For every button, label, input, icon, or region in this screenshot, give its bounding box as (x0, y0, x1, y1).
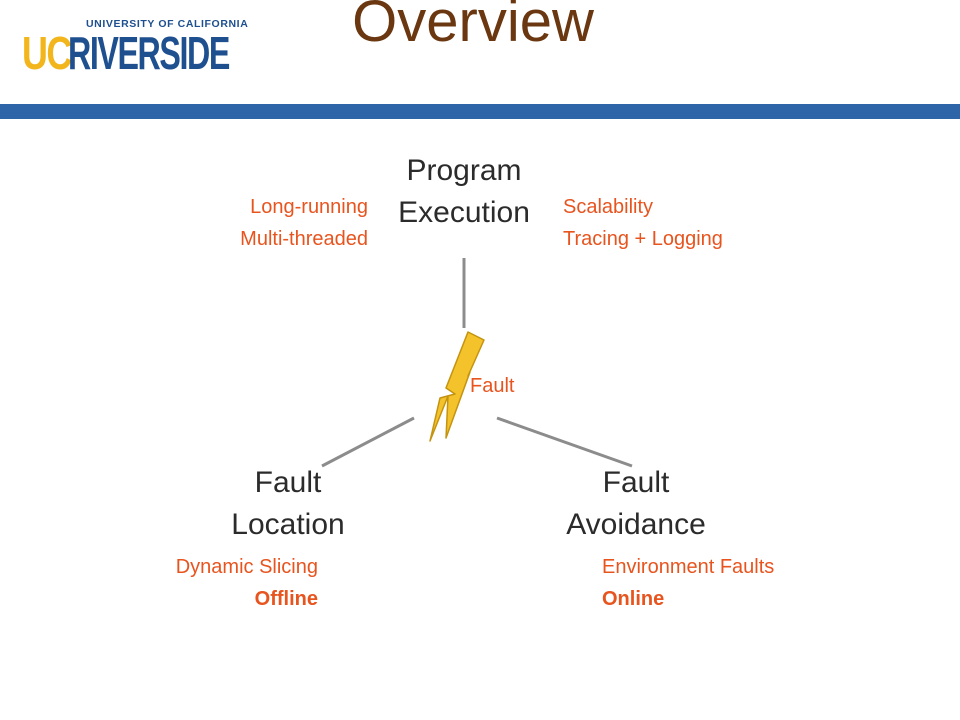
connector-left (321, 416, 415, 468)
notes-top-right: Scalability Tracing + Logging (563, 191, 783, 255)
node-fault-location: Fault Location (188, 462, 388, 546)
note-online: Online (602, 588, 665, 610)
ucr-logo: UNIVERSITY OF CALIFORNIA UC RIVERSIDE (22, 12, 248, 82)
logo-uc: UC (22, 27, 72, 79)
notes-fault-avoidance: Environment Faults Online (602, 551, 842, 615)
node-avoidance-line2: Avoidance (566, 508, 706, 541)
note-dynamic-slicing: Dynamic Slicing (175, 556, 318, 578)
notes-fault-location: Dynamic Slicing Offline (118, 551, 318, 615)
note-tracing-logging: Tracing + Logging (563, 228, 723, 250)
node-avoidance-line1: Fault (602, 466, 670, 499)
note-environment-faults: Environment Faults (602, 556, 775, 578)
note-long-running: Long-running (250, 196, 368, 218)
connector-right (496, 416, 633, 468)
node-program-line1: Program (406, 154, 522, 187)
node-program-line2: Execution (398, 196, 530, 229)
node-fault-avoidance: Fault Avoidance (536, 462, 736, 546)
lightning-bolt-icon (429, 331, 485, 442)
note-offline: Offline (254, 588, 318, 610)
node-location-line1: Fault (254, 466, 322, 499)
notes-top-left: Long-running Multi-threaded (168, 191, 368, 255)
node-program-execution: Program Execution (364, 150, 564, 234)
fault-label: Fault (470, 375, 515, 397)
note-multi-threaded: Multi-threaded (240, 228, 368, 250)
note-scalability: Scalability (563, 196, 654, 218)
node-location-line2: Location (231, 508, 345, 541)
logo-riverside: RIVERSIDE (68, 27, 230, 79)
slide-title: Overview (352, 0, 594, 54)
logo-university-line: UNIVERSITY OF CALIFORNIA (86, 18, 249, 30)
header-bar (0, 104, 960, 119)
